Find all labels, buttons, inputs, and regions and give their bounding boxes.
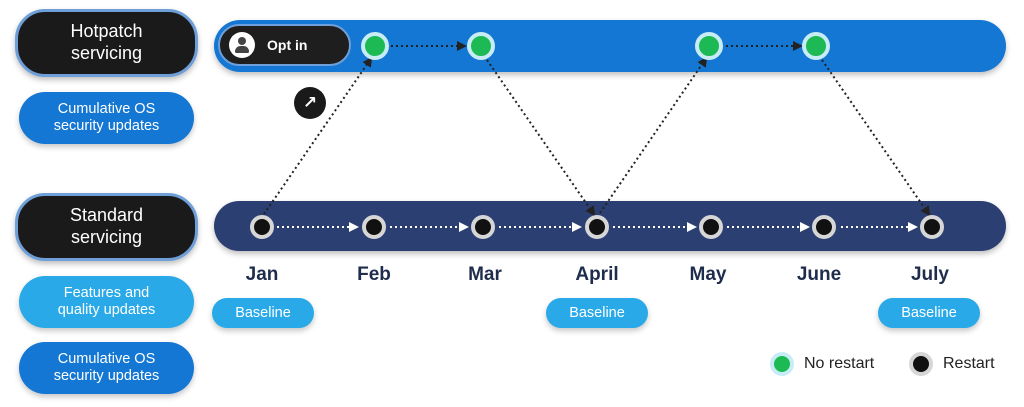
no-restart-dot-may xyxy=(695,32,723,60)
opt-in-label: Opt in xyxy=(267,37,308,53)
no-restart-dot-june xyxy=(802,32,830,60)
standard-track xyxy=(214,201,1006,251)
no-restart-dot-feb xyxy=(361,32,389,60)
restart-dot-mar xyxy=(471,215,495,239)
standard-dots xyxy=(250,215,944,239)
restart-dot-april xyxy=(585,215,609,239)
month-label: May xyxy=(689,264,727,285)
baseline-badge-april: Baseline xyxy=(546,298,648,328)
restart-dot-may xyxy=(699,215,723,239)
legend-restart-label: Restart xyxy=(943,355,995,372)
hotpatch-cumulative-updates-label: Cumulative OS security updates xyxy=(19,92,194,144)
legend-no-restart-label: No restart xyxy=(804,355,875,372)
april-to-may-connector xyxy=(599,56,708,214)
opt-in-pill: Opt in xyxy=(218,24,351,66)
arrow-up-right-icon: ↗ xyxy=(294,87,326,119)
restart-dot-feb xyxy=(362,215,386,239)
month-label: June xyxy=(796,264,842,285)
restart-dot-july xyxy=(920,215,944,239)
legend-no-restart: No restart xyxy=(770,352,874,376)
baseline-badge-july: Baseline xyxy=(878,298,980,328)
features-quality-updates-label: Features and quality updates xyxy=(19,276,194,328)
hotpatch-servicing-label: Hotpatch servicing xyxy=(15,9,198,77)
jan-to-feb-connector xyxy=(263,56,373,215)
month-label: April xyxy=(575,264,619,285)
restart-dot-june xyxy=(812,215,836,239)
restart-legend-icon xyxy=(909,352,933,376)
month-label: Feb xyxy=(357,264,391,285)
month-label: Mar xyxy=(468,264,502,285)
legend-restart: Restart xyxy=(909,352,995,376)
hotpatch-dots xyxy=(361,32,830,60)
diagonal-connectors xyxy=(263,56,931,217)
baseline-badge-jan: Baseline xyxy=(212,298,314,328)
standard-cumulative-updates-label: Cumulative OS security updates xyxy=(19,342,194,394)
month-label: Jan xyxy=(245,264,279,285)
june-to-july-connector xyxy=(821,59,931,217)
standard-servicing-label: Standard servicing xyxy=(15,193,198,261)
person-icon xyxy=(229,32,255,58)
no-restart-legend-icon xyxy=(770,352,794,376)
restart-dot-jan xyxy=(250,215,274,239)
no-restart-dot-mar xyxy=(467,32,495,60)
mar-to-april-connector xyxy=(486,59,596,217)
month-label: July xyxy=(910,264,950,285)
